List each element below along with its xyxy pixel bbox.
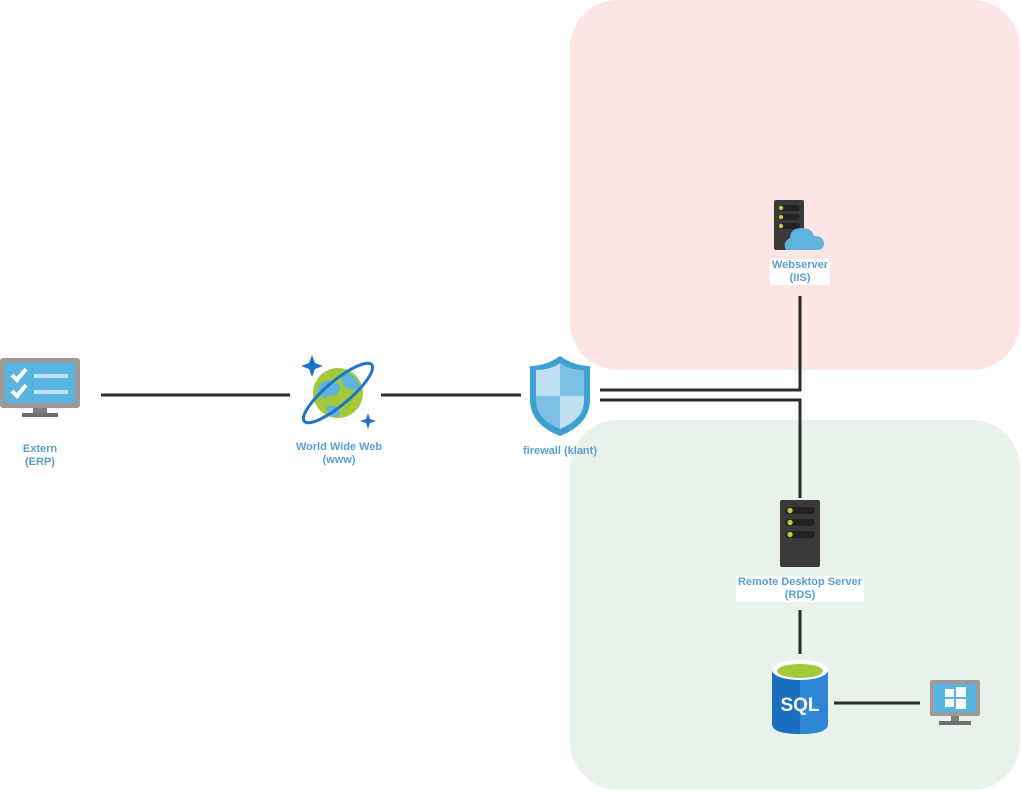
node-client[interactable]: [930, 680, 980, 726]
dmz-zone: [570, 0, 1020, 370]
firewall-label: firewall (klant): [521, 445, 599, 458]
www-label-line1: World Wide Web: [295, 441, 383, 453]
node-rds[interactable]: [780, 500, 820, 567]
rds-label-line1: Remote Desktop Server: [737, 576, 863, 588]
node-erp[interactable]: [0, 358, 80, 418]
erp-label-line1: Extern: [22, 443, 58, 455]
erp-label: Extern (ERP): [21, 443, 59, 469]
node-webserver[interactable]: [774, 200, 826, 252]
server-cloud-icon: [774, 200, 824, 250]
www-label: World Wide Web (www): [294, 441, 384, 467]
webserver-label: Webserver (IIS): [769, 259, 831, 285]
sql-text: SQL: [780, 695, 819, 716]
webserver-label-line1: Webserver: [771, 259, 829, 271]
rds-label: Remote Desktop Server (RDS): [735, 576, 865, 602]
windows-monitor-icon: [930, 680, 980, 725]
connection-firewall-rds: [600, 398, 802, 498]
node-sql[interactable]: SQL: [772, 660, 828, 734]
sql-database-icon: SQL: [772, 660, 828, 734]
monitor-checklist-icon: [0, 358, 80, 417]
server-icon: [780, 500, 820, 567]
firewall-label-line1: firewall (klant): [523, 445, 597, 457]
erp-label-line2: (ERP): [25, 456, 55, 468]
webserver-label-line2: (IIS): [789, 272, 811, 284]
globe-orbit-icon: [301, 355, 376, 429]
connection-firewall-webserver: [600, 296, 802, 392]
node-www[interactable]: [298, 355, 378, 433]
rds-label-line2: (RDS): [784, 589, 816, 601]
node-firewall[interactable]: [528, 354, 592, 438]
www-label-line2: (www): [322, 454, 356, 466]
shield-icon: [530, 356, 590, 436]
